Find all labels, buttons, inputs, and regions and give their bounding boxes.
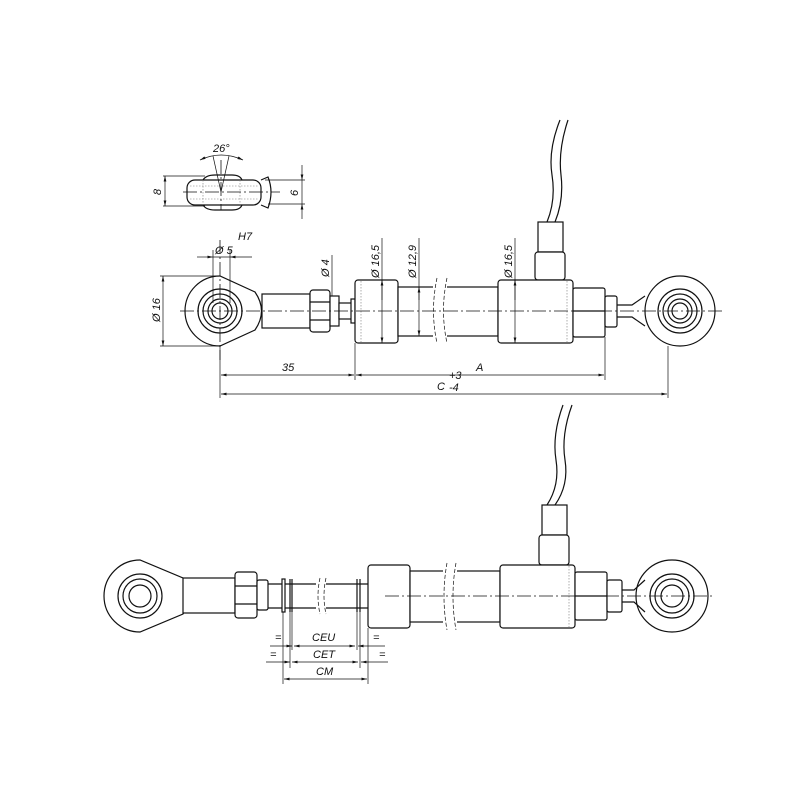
dim-6: 6: [289, 189, 301, 196]
equal-sign: =: [275, 632, 282, 644]
rod-end-top-view: 26° 8 6: [152, 143, 305, 219]
cable: [546, 119, 569, 223]
cable-lower: [546, 404, 573, 506]
dim-C: C: [437, 381, 445, 393]
sensor-side-view: Ø 16 Ø 5 H7 Ø 4 Ø 16,5 Ø 12,9 Ø 16,5 35 …: [151, 119, 722, 398]
dim-C-tol-lower: -4: [449, 382, 459, 394]
dim-35: 35: [282, 362, 295, 374]
sensor-body-right: [497, 279, 574, 344]
connector: [534, 251, 566, 281]
dim-CM: CM: [316, 666, 334, 678]
sensor-body-left: [354, 279, 399, 344]
body-dia-right-label: Ø 16,5: [503, 244, 515, 279]
h7-tolerance: H7: [238, 231, 253, 243]
dim-CEU: CEU: [312, 632, 335, 644]
rod-dia-label: Ø 4: [320, 259, 332, 278]
sensor-installed-view: CEU = = CET = = CM: [103, 404, 715, 684]
dim-8: 8: [152, 188, 164, 195]
equal-sign: =: [270, 649, 277, 661]
angle-label: 26°: [212, 143, 230, 155]
bore-dia-label: Ø 5: [214, 245, 234, 257]
eye-dia-label: Ø 16: [151, 297, 163, 323]
tube-dia-label: Ø 12,9: [407, 245, 419, 279]
dim-C-tol-upper: +3: [449, 370, 462, 382]
equal-sign: =: [373, 632, 380, 644]
body-dia-left-label: Ø 16,5: [370, 244, 382, 279]
equal-sign: =: [379, 649, 386, 661]
sensor-tube: [397, 286, 499, 337]
dim-A: A: [475, 362, 483, 374]
dim-CET: CET: [313, 649, 336, 661]
